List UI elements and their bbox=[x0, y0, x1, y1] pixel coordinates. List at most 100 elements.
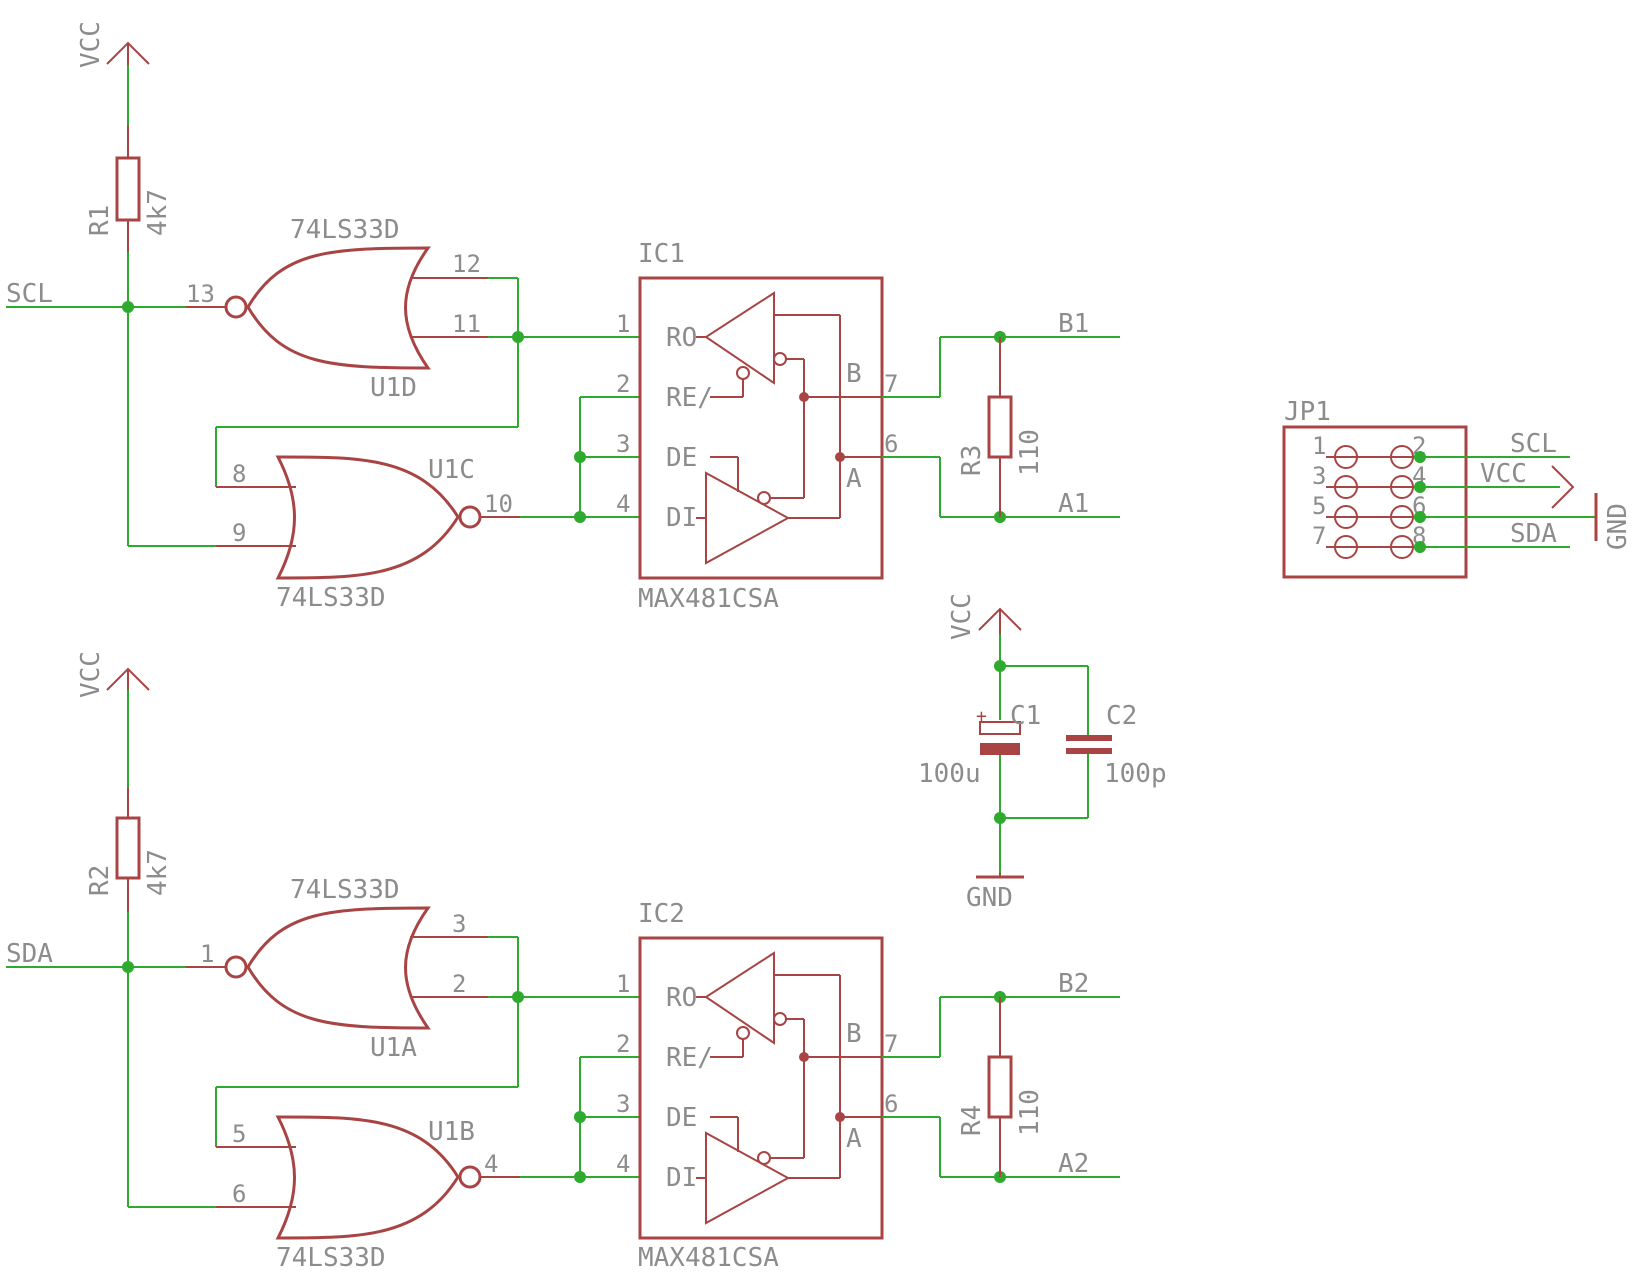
gnd-symbol-jp1: GND bbox=[1594, 493, 1633, 550]
resistor-r3: R3 110 bbox=[957, 337, 1045, 517]
ic1-de: DE bbox=[666, 443, 697, 473]
ic2-b: B bbox=[846, 1019, 862, 1049]
r4-name: R4 bbox=[957, 1105, 987, 1136]
jp1-pin3: 3 bbox=[1312, 462, 1326, 490]
net-b2-label: B2 bbox=[1058, 969, 1089, 999]
jp1-sda-label: SDA bbox=[1510, 519, 1557, 549]
ic2-part: MAX481CSA bbox=[638, 1243, 779, 1273]
r1-value: 4k7 bbox=[143, 189, 173, 236]
ic1-pin3: 3 bbox=[616, 430, 630, 458]
ic2-pin6: 6 bbox=[884, 1090, 898, 1118]
c2-name: C2 bbox=[1106, 701, 1137, 731]
ic2-pin4: 4 bbox=[616, 1150, 630, 1178]
gnd-symbol-caps: GND bbox=[966, 873, 1024, 913]
ic1-pin7: 7 bbox=[884, 370, 898, 398]
ic2-ro: RO bbox=[666, 983, 697, 1013]
u1b-pin-out: 4 bbox=[484, 1150, 498, 1178]
u1b-type: 74LS33D bbox=[276, 1243, 386, 1273]
ic2-pin3: 3 bbox=[616, 1090, 630, 1118]
u1d-type: 74LS33D bbox=[290, 215, 400, 245]
ic-ic1: IC1 MAX481CSA RO RE/ DE DI B A 1 2 3 4 7… bbox=[616, 239, 898, 614]
vcc-symbol-r1: VCC bbox=[76, 21, 150, 68]
r3-value: 110 bbox=[1015, 429, 1045, 476]
gnd-label: GND bbox=[966, 883, 1013, 913]
u1a-pin-a: 3 bbox=[452, 910, 466, 938]
u1a-pin-b: 2 bbox=[452, 970, 466, 998]
gate-u1d: 74LS33D U1D 13 12 11 bbox=[186, 215, 518, 403]
ic1-pin4: 4 bbox=[616, 490, 630, 518]
net-b1-label: B1 bbox=[1058, 309, 1089, 339]
c1-value: 100u bbox=[918, 759, 981, 789]
vcc-symbol-caps: VCC bbox=[947, 593, 1022, 640]
net-a2-label: A2 bbox=[1058, 1149, 1089, 1179]
ic1-pin6: 6 bbox=[884, 430, 898, 458]
u1b-pin-a: 5 bbox=[232, 1120, 246, 1148]
ic2-pin2: 2 bbox=[616, 1030, 630, 1058]
ic1-pin1: 1 bbox=[616, 310, 630, 338]
u1c-type: 74LS33D bbox=[276, 583, 386, 613]
ic1-di: DI bbox=[666, 503, 697, 533]
ic2-re: RE/ bbox=[666, 1043, 713, 1073]
u1a-pin-in: 1 bbox=[200, 940, 214, 968]
u1d-pin-b: 11 bbox=[452, 310, 481, 338]
r3-name: R3 bbox=[957, 445, 987, 476]
ic1-part: MAX481CSA bbox=[638, 584, 779, 614]
net-sda-label: SDA bbox=[6, 939, 53, 969]
u1d-pin-a: 12 bbox=[452, 250, 481, 278]
ic1-ro: RO bbox=[666, 323, 697, 353]
r4-value: 110 bbox=[1015, 1089, 1045, 1136]
u1a-type: 74LS33D bbox=[290, 875, 400, 905]
ic1-a: A bbox=[846, 464, 862, 494]
u1b-pin-b: 6 bbox=[232, 1180, 246, 1208]
connector-jp1: JP1 1 3 5 7 2 4 6 8 bbox=[1282, 397, 1468, 579]
jp1-name: JP1 bbox=[1284, 397, 1331, 427]
ic1-b: B bbox=[846, 359, 862, 389]
vcc-arrow-jp1 bbox=[1551, 465, 1575, 509]
r2-name: R2 bbox=[85, 865, 115, 896]
r1-name: R1 bbox=[85, 205, 115, 236]
jp1-scl-label: SCL bbox=[1510, 429, 1557, 459]
gate-u1b: U1B 74LS33D 5 6 4 bbox=[216, 1115, 520, 1273]
gate-u1a: 74LS33D U1A 1 3 2 bbox=[186, 875, 518, 1063]
capacitor-c2: C2 100p bbox=[1066, 701, 1167, 789]
vcc-label: VCC bbox=[76, 21, 106, 68]
vcc-symbol-r2: VCC bbox=[76, 651, 150, 698]
c1-name: C1 bbox=[1010, 701, 1041, 731]
ic1-name: IC1 bbox=[638, 239, 685, 269]
u1c-pin-a: 8 bbox=[232, 460, 246, 488]
jp1-vcc-label: VCC bbox=[1480, 459, 1527, 489]
resistor-r2: R2 4k7 bbox=[85, 788, 173, 912]
u1c-name: U1C bbox=[428, 455, 475, 485]
ic2-pin1: 1 bbox=[616, 970, 630, 998]
u1c-pin-b: 9 bbox=[232, 519, 246, 547]
ic2-a: A bbox=[846, 1124, 862, 1154]
jp1-pin7: 7 bbox=[1312, 522, 1326, 550]
resistor-r1: R1 4k7 bbox=[85, 125, 173, 252]
r2-value: 4k7 bbox=[143, 849, 173, 896]
ic2-name: IC2 bbox=[638, 899, 685, 929]
vcc-label-r2: VCC bbox=[76, 651, 106, 698]
ic1-re: RE/ bbox=[666, 383, 713, 413]
ic2-di: DI bbox=[666, 1163, 697, 1193]
ic2-de: DE bbox=[666, 1103, 697, 1133]
capacitor-c1: + C1 100u bbox=[918, 701, 1041, 789]
u1c-pin-out: 10 bbox=[484, 490, 513, 518]
jp1-gnd-label: GND bbox=[1603, 503, 1633, 550]
net-scl-label: SCL bbox=[6, 279, 53, 309]
net-a1-label: A1 bbox=[1058, 489, 1089, 519]
ic-ic2: IC2 MAX481CSA RO RE/ DE DI B A 1 2 3 4 7… bbox=[616, 899, 898, 1273]
c1-polarity: + bbox=[976, 706, 987, 727]
u1b-name: U1B bbox=[428, 1117, 475, 1147]
jp1-pin1: 1 bbox=[1312, 432, 1326, 460]
u1d-name: U1D bbox=[370, 373, 417, 403]
c2-value: 100p bbox=[1104, 759, 1167, 789]
u1a-name: U1A bbox=[370, 1033, 417, 1063]
ic2-pin7: 7 bbox=[884, 1030, 898, 1058]
ic1-pin2: 2 bbox=[616, 370, 630, 398]
resistor-r4: R4 110 bbox=[957, 997, 1045, 1177]
jp1-pin5: 5 bbox=[1312, 492, 1326, 520]
u1d-pin-in: 13 bbox=[186, 280, 215, 308]
gate-u1c: U1C 74LS33D 8 9 10 bbox=[216, 455, 520, 613]
vcc-label-caps: VCC bbox=[947, 593, 977, 640]
